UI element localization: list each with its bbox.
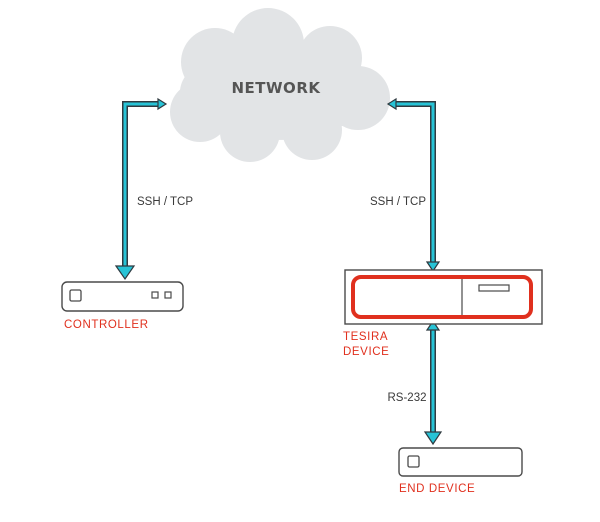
arrow-icon [386, 97, 397, 111]
end-device-port-icon [407, 455, 420, 468]
controller-led-icon [151, 291, 159, 299]
tesira-link-label: SSH / TCP [370, 196, 426, 208]
network-label: NETWORK [231, 79, 321, 97]
arrow-icon [425, 261, 441, 273]
arrow-icon [114, 265, 136, 281]
tesira-display-icon [478, 284, 510, 292]
controller-device [61, 281, 184, 312]
tesira-link [386, 97, 441, 273]
arrow-icon [425, 319, 441, 331]
cloud-icon [170, 8, 390, 162]
end-device-link [423, 319, 443, 446]
controller-led-icon [164, 291, 172, 299]
arrow-icon [423, 431, 443, 446]
controller-link [114, 97, 168, 281]
end-device-link-label: RS-232 [388, 392, 427, 404]
controller-link-label: SSH / TCP [137, 196, 193, 208]
end-device-label: END DEVICE [399, 483, 475, 495]
controller-port-icon [69, 289, 82, 302]
tesira-label-line2: DEVICE [343, 346, 389, 358]
arrow-icon [157, 97, 168, 111]
tesira-device [344, 269, 543, 325]
tesira-label-line1: TESIRA [343, 331, 388, 343]
controller-label: CONTROLLER [64, 319, 149, 331]
end-device [398, 447, 523, 477]
